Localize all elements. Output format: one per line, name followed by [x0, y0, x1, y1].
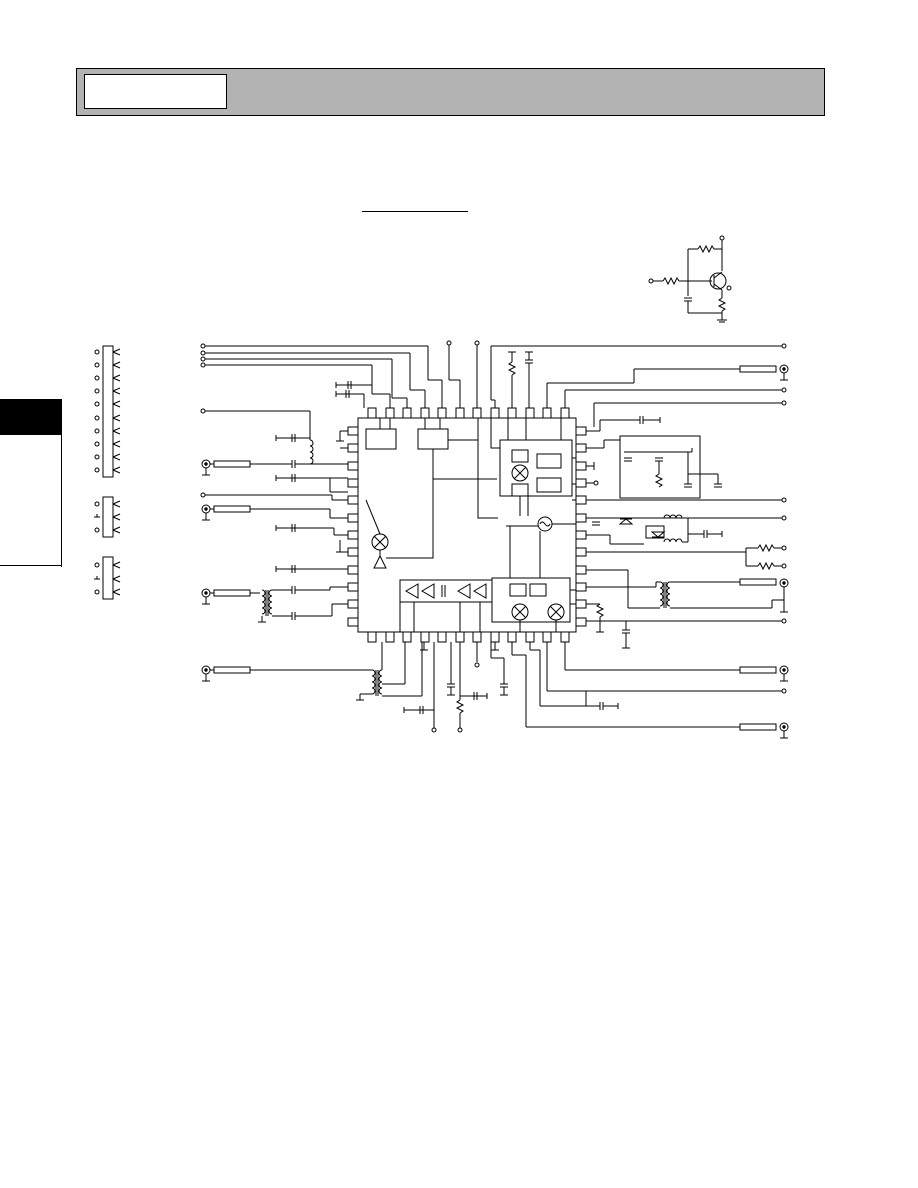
resistor-icon [595, 603, 605, 618]
diode-icon [618, 518, 634, 525]
resistor-icon [717, 297, 727, 312]
coax-connector-icon [779, 578, 789, 613]
resistor-icon [507, 361, 517, 376]
coax-connector-icon [779, 364, 789, 381]
page-header-bar [76, 68, 825, 116]
bottom-circuitry [403, 642, 787, 733]
ic-left-pins [347, 426, 359, 627]
coax-connector-icon [201, 459, 211, 476]
coax-connector-icon [201, 588, 211, 605]
main-ic [347, 407, 587, 643]
transformer-icon [659, 581, 671, 608]
mixer-icon [511, 603, 529, 621]
transistor-inset-circuit [648, 235, 732, 323]
diode-icon [650, 531, 666, 538]
resistor-icon [654, 473, 664, 488]
transformer-icon [261, 589, 273, 616]
amplifier-icon [473, 583, 487, 599]
mixer-icon [371, 533, 389, 551]
inductor-icon [309, 439, 314, 465]
top-signal-lines [200, 340, 787, 427]
amplifier-chain [399, 579, 493, 603]
mixer-icon [511, 464, 529, 482]
ic-body [357, 417, 577, 633]
header-label-box [84, 74, 227, 109]
amplifier-icon [457, 583, 471, 599]
resistor-icon [697, 244, 715, 254]
connector-group-2 [94, 496, 121, 538]
side-tab-marker [0, 399, 62, 435]
ic-internal-block [365, 428, 397, 450]
connector-group-1 [94, 345, 121, 478]
ic-top-pins [367, 407, 570, 419]
coax-connector-icon [779, 665, 789, 682]
left-side-circuitry [200, 381, 423, 701]
coax-connector-icon [201, 665, 211, 682]
coax-connectors [201, 364, 789, 739]
side-tab-rule-bottom [0, 565, 62, 566]
resistor-icon [757, 561, 775, 571]
side-tab-rule [61, 399, 62, 567]
transformer-icon [371, 669, 383, 696]
coax-connector-icon [779, 722, 789, 739]
amplifier-icon [373, 554, 387, 569]
inset-input-terminal [648, 278, 654, 284]
inset-vcc-terminal [719, 235, 725, 241]
transistor-icon [709, 272, 727, 290]
figure-title-underline [362, 211, 468, 212]
oscillator-icon [537, 516, 553, 532]
mixer-icon [547, 603, 565, 621]
inductor-icon [663, 514, 683, 519]
ic-right-pins [575, 426, 587, 627]
inset-output-terminal [726, 285, 732, 291]
amplifier-icon [421, 583, 435, 599]
inductor-icon [663, 538, 683, 543]
amplifier-icon [405, 583, 419, 599]
right-side-circuitry [586, 416, 787, 649]
resistor-icon [455, 699, 465, 714]
connector-group-3 [94, 556, 121, 600]
section-side-tab [0, 399, 62, 567]
coax-connector-icon [201, 504, 211, 521]
resistor-icon [662, 276, 680, 286]
ic-internal-block [417, 428, 449, 450]
ic-bottom-pins [367, 631, 570, 643]
ic-sub-block [499, 439, 573, 497]
ic-sub-block [491, 577, 571, 623]
resistor-icon [757, 543, 775, 553]
